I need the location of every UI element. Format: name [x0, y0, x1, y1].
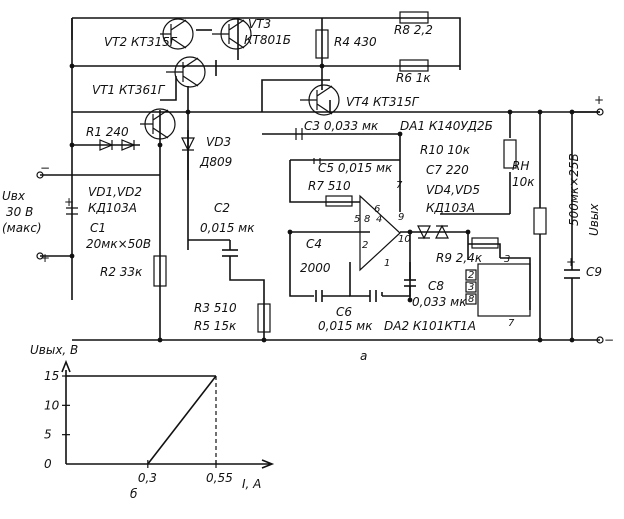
da2-pin-3: 3	[468, 282, 474, 293]
label-vd1-type: КД103А	[88, 201, 137, 215]
label-vt2: VT2 КТ315Г	[104, 35, 178, 49]
label-uin-max: (макс)	[2, 221, 42, 235]
x-axis-arrow	[261, 459, 275, 469]
label-r5: R5 15к	[194, 319, 237, 333]
sign-plus-right: +	[594, 93, 604, 107]
label-vd4: VD4,VD5	[426, 183, 480, 197]
pin-8: 8	[364, 214, 370, 225]
label-r10: R10 10к	[420, 143, 471, 157]
terminals	[36, 108, 604, 344]
label-vd1: VD1,VD2	[88, 185, 142, 199]
x-tick-label: 0,3	[138, 471, 157, 485]
da2-pin-2: 2	[468, 270, 474, 281]
pin-2: 2	[362, 240, 368, 251]
label-r9: R9 2,4к	[436, 251, 483, 265]
label-vt3-type: КТ801Б	[244, 33, 291, 47]
pin-6: 6	[374, 204, 380, 215]
label-c2-value: 0,015 мк	[200, 221, 255, 235]
y-axis-label: Uвых, В	[30, 343, 78, 357]
label-vt1: VT1 КТ361Г	[92, 83, 166, 97]
pin-4: 4	[376, 214, 382, 225]
label-uout: Uвых	[587, 203, 601, 236]
y-tick-label: 10	[44, 398, 60, 412]
sign-c9-plus: +	[566, 255, 576, 269]
label-c3: C3 0,033 мк	[304, 119, 379, 133]
transistor-vt4	[300, 84, 340, 116]
label-c5: C5 0,015 мк	[318, 161, 393, 175]
label-rh-value: 10к	[512, 175, 535, 189]
x-tick-label: 0,55	[206, 471, 233, 485]
transistor-vt3	[212, 18, 252, 50]
sign-plus-left: +	[40, 251, 50, 265]
label-vd3: VD3	[206, 135, 231, 149]
label-uin: Uвх	[2, 189, 26, 203]
label-c7: C7 220	[426, 163, 469, 177]
capacitor-plates	[66, 128, 321, 215]
pin-9: 9	[398, 212, 404, 223]
sign-minus-left: −	[40, 161, 50, 175]
pin-5: 5	[354, 214, 360, 225]
sign-minus-right: −	[604, 333, 614, 347]
sign-c1-plus: +	[64, 195, 74, 209]
y-tick-label: 0	[44, 457, 52, 471]
label-c9: C9	[586, 265, 602, 279]
label-r1: R1 240	[86, 125, 129, 139]
opamp-da1	[359, 194, 401, 272]
label-c1: C1	[90, 221, 106, 235]
label-vd4-type: КД103А	[426, 201, 475, 215]
label-c1-value: 20мк×50В	[86, 237, 151, 251]
label-r7: R7 510	[308, 179, 351, 193]
label-r2: R2 33к	[100, 265, 143, 279]
label-r6: R6 1к	[396, 71, 431, 85]
ic-da2-block	[465, 263, 531, 317]
transistor-vt2	[160, 18, 194, 50]
chart-output-voltage: Uвых, В I, А 15 10 5 0 0,3 0,55 б	[30, 343, 275, 501]
resistor-bodies	[153, 11, 547, 333]
pin-1: 1	[384, 258, 390, 269]
y-tick-label: 5	[44, 428, 52, 442]
label-c6-value: 0,015 мк	[318, 319, 373, 333]
label-c9-value: 500мк×25В	[567, 153, 581, 226]
da2-pin-8: 8	[468, 294, 474, 305]
y-axis-arrow	[61, 359, 71, 373]
label-c8-value: 0,033 мк	[412, 295, 467, 309]
label-da1: DA1 К140УД2Б	[400, 119, 493, 133]
label-vt3: VT3	[248, 17, 271, 31]
label-vt4: VT4 КТ315Г	[346, 95, 420, 109]
label-c4: C4	[306, 237, 322, 251]
chart-marks	[66, 375, 217, 465]
label-c6: C6	[336, 305, 352, 319]
label-rh: RН	[512, 159, 529, 173]
label-c2: C2	[214, 201, 230, 215]
label-r4: R4 430	[334, 35, 377, 49]
label-c8: C8	[428, 279, 444, 293]
pin-7: 7	[396, 180, 403, 191]
label-uin-voltage: 30 В	[6, 205, 33, 219]
label-da2: DA2 К101КТ1А	[384, 319, 476, 333]
label-vd3-type: Д809	[199, 155, 232, 169]
y-tick-label: 15	[44, 369, 59, 383]
label-c4-value: 2000	[300, 261, 331, 275]
da2-pin-7: 7	[508, 318, 515, 329]
pin-10: 10	[398, 234, 411, 245]
x-axis-label: I, А	[242, 477, 261, 491]
caption-a: а	[360, 349, 367, 363]
label-r8: R8 2,2	[394, 23, 433, 37]
junction-dots	[69, 63, 575, 343]
diode-symbols	[99, 137, 449, 240]
caption-b: б	[130, 487, 138, 501]
pin-3: 3	[504, 254, 510, 265]
transistor-vt1-lower	[140, 108, 176, 140]
y-tick-labels: 15 10 5 0	[44, 369, 70, 471]
transistor-vt1	[166, 56, 206, 88]
series-line-foldback	[147, 375, 217, 465]
label-r3: R3 510	[194, 301, 237, 315]
